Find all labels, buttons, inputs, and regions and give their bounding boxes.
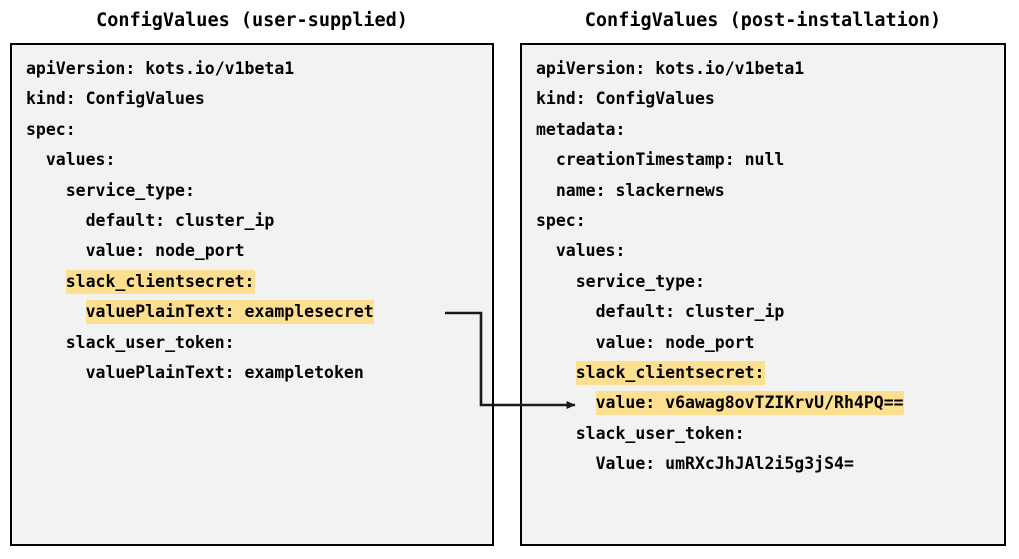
yaml-line-highlighted: slack_clientsecret: (575, 360, 765, 385)
yaml-line-text: name: slackernews (536, 180, 725, 200)
panel-title-post-installation: ConfigValues (post-installation) (584, 10, 942, 31)
yaml-line: metadata: (536, 115, 1004, 145)
yaml-code-user-supplied: apiVersion: kots.io/v1beta1 kind: ConfigV… (26, 54, 492, 388)
yaml-line-text: default: cluster_ip (536, 302, 785, 322)
yaml-line-text: Value: umRXcJhJAl2i5g3jS4= (536, 454, 854, 474)
yaml-line: name: slackernews (536, 176, 1004, 206)
yaml-line: values: (26, 145, 492, 175)
yaml-line-indent (536, 361, 576, 385)
yaml-line-text: values: (536, 241, 626, 261)
yaml-line-text: default: cluster_ip (26, 210, 275, 230)
yaml-line-text: spec: (536, 210, 586, 230)
yaml-line: kind: ConfigValues (26, 84, 492, 114)
yaml-line: valuePlainText: examplesecret (26, 297, 492, 327)
yaml-line: slack_clientsecret: (536, 358, 1004, 388)
yaml-line: value: node_port (536, 328, 1004, 358)
yaml-line: apiVersion: kots.io/v1beta1 (26, 54, 492, 84)
yaml-line-highlighted: valuePlainText: examplesecret (85, 300, 374, 325)
config-values-panel-post-installation: apiVersion: kots.io/v1beta1 kind: ConfigV… (520, 43, 1006, 546)
yaml-line-text: values: (26, 150, 116, 170)
yaml-line-text: apiVersion: kots.io/v1beta1 (536, 59, 805, 78)
yaml-line-text: service_type: (26, 180, 195, 200)
yaml-line-indent (26, 300, 86, 324)
yaml-line-text: apiVersion: kots.io/v1beta1 (26, 59, 295, 78)
yaml-line-highlighted: slack_clientsecret: (65, 269, 255, 294)
yaml-line-text: slack_user_token: (26, 332, 235, 352)
yaml-line-text: value: node_port (26, 241, 245, 261)
yaml-line: spec: (536, 206, 1004, 236)
yaml-line: default: cluster_ip (26, 206, 492, 236)
yaml-line-text: slack_user_token: (536, 423, 745, 443)
yaml-line: value: v6awag8ovTZIKrvU/Rh4PQ== (536, 388, 1004, 418)
yaml-code-post-installation: apiVersion: kots.io/v1beta1 kind: ConfigV… (536, 54, 1004, 479)
panel-title-user-supplied: ConfigValues (user-supplied) (96, 10, 408, 31)
yaml-line-text: creationTimestamp: null (536, 150, 785, 170)
yaml-line: value: node_port (26, 236, 492, 266)
yaml-line: default: cluster_ip (536, 297, 1004, 327)
yaml-line-highlighted: value: v6awag8ovTZIKrvU/Rh4PQ== (595, 391, 904, 416)
yaml-line: apiVersion: kots.io/v1beta1 (536, 54, 1004, 84)
yaml-line-text: kind: ConfigValues (26, 89, 205, 109)
yaml-line: service_type: (536, 267, 1004, 297)
yaml-line: slack_user_token: (26, 328, 492, 358)
yaml-line-indent (26, 270, 66, 294)
yaml-line-text: spec: (26, 119, 76, 139)
config-values-panel-user-supplied: apiVersion: kots.io/v1beta1 kind: ConfigV… (10, 43, 494, 546)
yaml-line: slack_clientsecret: (26, 267, 492, 297)
yaml-line: service_type: (26, 176, 492, 206)
yaml-line-indent (536, 391, 596, 415)
yaml-line: valuePlainText: exampletoken (26, 358, 492, 388)
yaml-line-text: valuePlainText: exampletoken (26, 362, 364, 382)
yaml-line-text: metadata: (536, 119, 626, 139)
yaml-line-text: value: node_port (536, 332, 755, 352)
yaml-line: Value: umRXcJhJAl2i5g3jS4= (536, 449, 1004, 479)
yaml-line: values: (536, 236, 1004, 266)
yaml-line: spec: (26, 115, 492, 145)
yaml-line: kind: ConfigValues (536, 84, 1004, 114)
yaml-line: slack_user_token: (536, 419, 1004, 449)
yaml-line-text: kind: ConfigValues (536, 89, 715, 109)
yaml-line-text: service_type: (536, 271, 705, 291)
yaml-line: creationTimestamp: null (536, 145, 1004, 175)
